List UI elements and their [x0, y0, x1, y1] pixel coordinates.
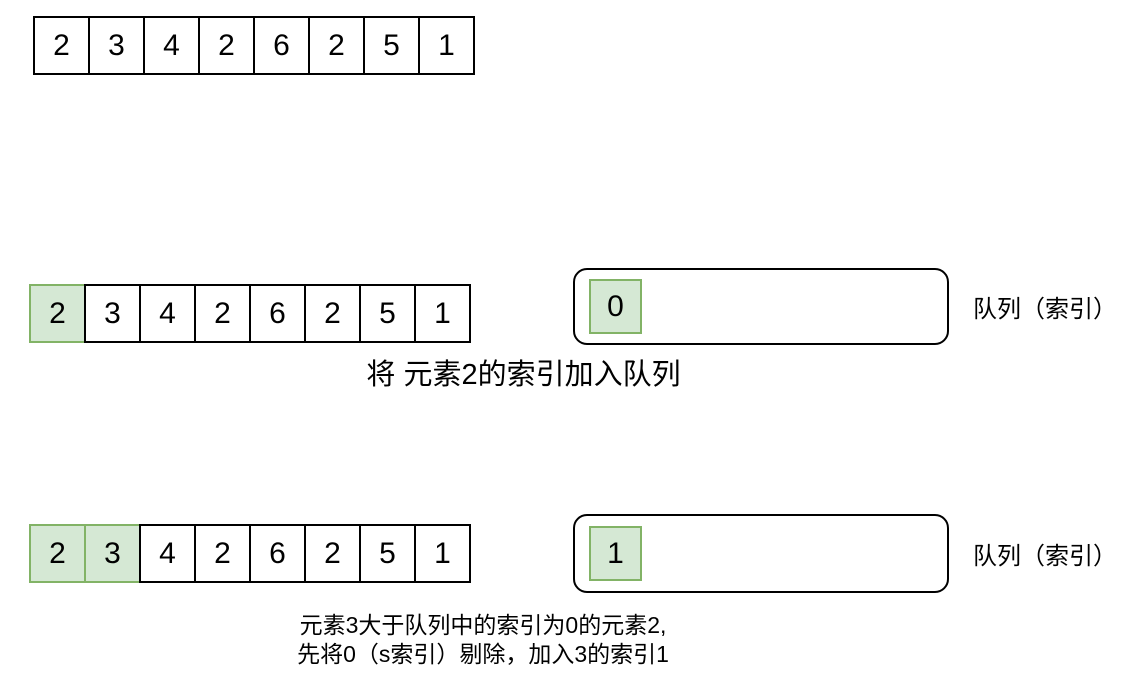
- array-cell: 2: [198, 16, 255, 75]
- array-cell: 3: [84, 524, 141, 583]
- array-cell: 2: [194, 524, 251, 583]
- array-cell: 5: [359, 524, 416, 583]
- array-cell: 1: [418, 16, 475, 75]
- array-cell: 0: [589, 279, 642, 334]
- array-cell: 2: [194, 284, 251, 343]
- queue-label-step1: 队列（索引）: [973, 296, 1117, 323]
- array-cell: 2: [304, 524, 361, 583]
- array-cell: 4: [139, 524, 196, 583]
- array-cell: 6: [249, 284, 306, 343]
- array-cell: 4: [143, 16, 200, 75]
- caption-step2-line2: 先将0（s索引）剔除，加入3的索引1: [297, 641, 669, 667]
- array-cell: 2: [308, 16, 365, 75]
- caption-step2: 元素3大于队列中的索引为0的元素2, 先将0（s索引）剔除，加入3的索引1: [0, 611, 966, 669]
- array-cell: 2: [33, 16, 90, 75]
- array-cell: 1: [414, 284, 471, 343]
- caption-step2-line1: 元素3大于队列中的索引为0的元素2,: [299, 612, 667, 638]
- array-cell: 3: [88, 16, 145, 75]
- queue-box-step2: 1: [573, 514, 949, 593]
- queue-label-step2: 队列（索引）: [973, 543, 1117, 570]
- caption-step1: 将 元素2的索引加入队列: [366, 359, 681, 391]
- array-cell: 1: [589, 526, 642, 581]
- array-cell: 1: [414, 524, 471, 583]
- array-cell: 4: [139, 284, 196, 343]
- array-cell: 5: [363, 16, 420, 75]
- array-cell: 2: [29, 284, 86, 343]
- queue-box-step1: 0: [573, 268, 949, 345]
- array-cell: 6: [253, 16, 310, 75]
- array-cell: 6: [249, 524, 306, 583]
- array-cell: 5: [359, 284, 416, 343]
- array-cell: 3: [84, 284, 141, 343]
- array-cell: 2: [29, 524, 86, 583]
- array-cell: 2: [304, 284, 361, 343]
